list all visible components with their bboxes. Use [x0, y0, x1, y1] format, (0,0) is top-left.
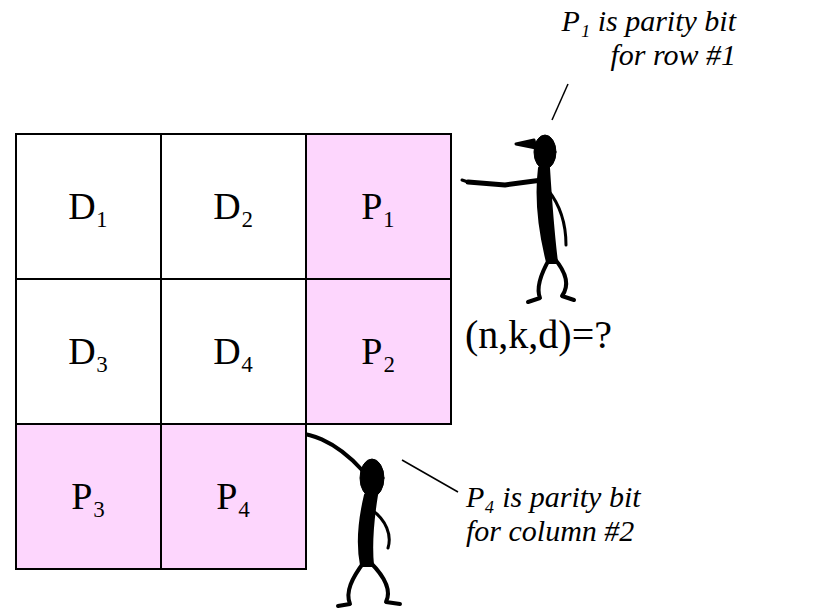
cell-label: D₃: [68, 331, 109, 373]
cell-label: P₂: [361, 331, 395, 373]
grid-cell: D₄: [160, 278, 307, 425]
cell-label: D₁: [68, 186, 109, 228]
grid-cell: P₁: [305, 133, 452, 280]
cell-label: D₂: [213, 186, 254, 228]
cell-label: P₃: [71, 476, 105, 518]
code-parameters: (n,k,d)=?: [465, 312, 665, 357]
grid-cell: D₂: [160, 133, 307, 280]
grid-cell: P₂: [305, 278, 452, 425]
grid-cell: P₄: [160, 423, 307, 570]
cell-label: P₄: [216, 476, 250, 518]
leader-line: [552, 84, 568, 120]
cell-label: P₁: [361, 186, 395, 228]
annotation-text: P₁ is parity bit for row #1: [528, 4, 736, 72]
grid-cell: D₁: [15, 133, 162, 280]
annotation-text: P₄ is parity bit for column #2: [466, 480, 674, 548]
grid-cell: D₃: [15, 278, 162, 425]
stick-figure: [462, 135, 574, 302]
grid-cell: P₃: [15, 423, 162, 570]
cell-label: D₄: [213, 331, 254, 373]
leader-line: [402, 460, 458, 492]
